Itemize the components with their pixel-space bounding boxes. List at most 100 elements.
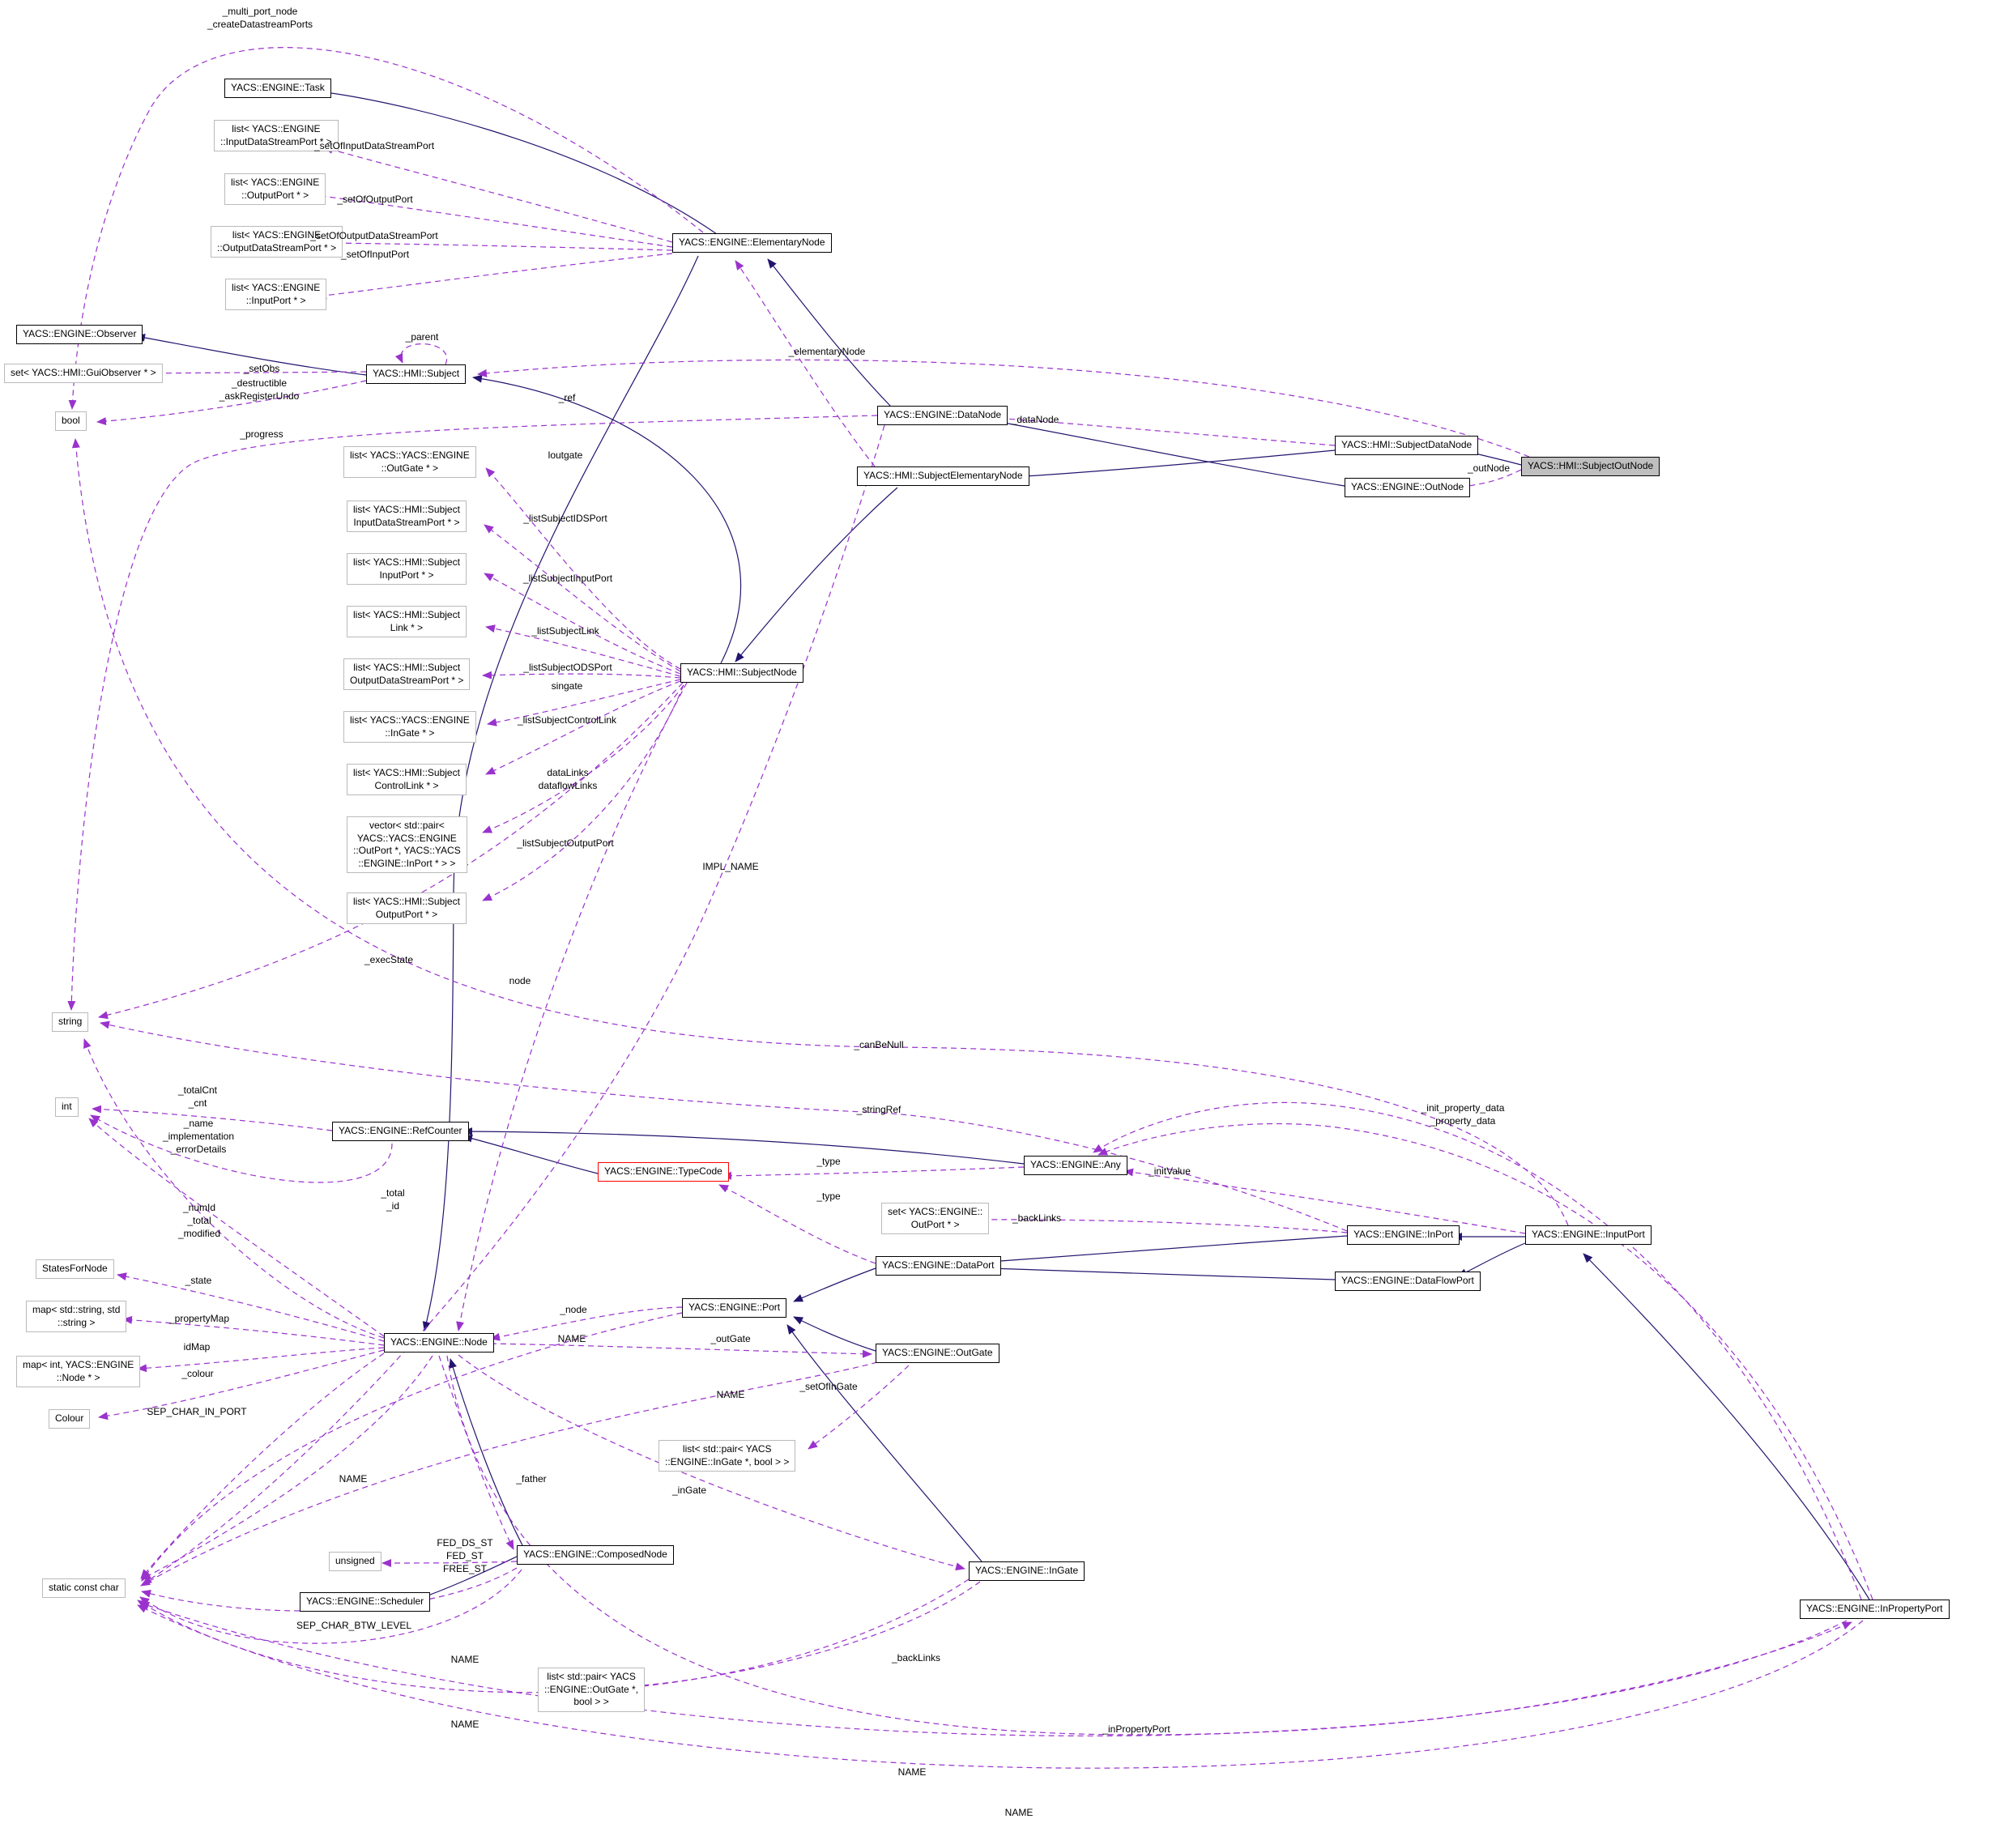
- usage-edge-55: [1098, 1122, 1873, 1600]
- class-box-int[interactable]: int: [55, 1097, 79, 1117]
- edge-label-46: NAME: [339, 1473, 368, 1485]
- class-box-refcounter[interactable]: YACS::ENGINE::RefCounter: [332, 1122, 469, 1141]
- edge-label-16: _listSubjectControlLink: [517, 714, 617, 726]
- edge-label-55: NAME: [897, 1766, 927, 1778]
- edge-label-53: _backLinks: [891, 1652, 941, 1663]
- usage-edge-51: [718, 1184, 876, 1264]
- class-box-statesfornode[interactable]: StatesForNode: [36, 1259, 114, 1279]
- class-box-list-subject-link[interactable]: list< YACS::HMI::Subject Link * >: [347, 606, 467, 638]
- edge-label-51: NAME: [450, 1654, 479, 1665]
- class-box-list-ingate[interactable]: list< YACS::YACS::ENGINE ::InGate * >: [343, 711, 476, 743]
- class-box-ingate[interactable]: YACS::ENGINE::InGate: [969, 1561, 1085, 1581]
- class-box-list-outputdatastreamport[interactable]: list< YACS::ENGINE ::OutputDataStreamPor…: [211, 226, 343, 258]
- class-box-vector-pair-outport-inport[interactable]: vector< std::pair< YACS::YACS::ENGINE ::…: [347, 816, 467, 874]
- class-box-inpropertyport[interactable]: YACS::ENGINE::InPropertyPort: [1800, 1600, 1950, 1619]
- inheritance-edge-16: [989, 1235, 1348, 1266]
- edge-label-35: _total _id: [381, 1187, 405, 1212]
- edge-label-45: _setOfInGate: [799, 1381, 858, 1392]
- class-box-subjectnode[interactable]: YACS::HMI::SubjectNode: [680, 663, 803, 683]
- usage-edge-68: [458, 1354, 965, 1571]
- edge-label-40: SEP_CHAR_IN_PORT: [147, 1406, 247, 1417]
- class-box-node[interactable]: YACS::ENGINE::Node: [384, 1333, 494, 1353]
- usage-edge-33: [484, 573, 681, 675]
- usage-edge-72: [139, 1569, 522, 1644]
- edge-label-2: _setOfOutputPort: [337, 194, 413, 205]
- class-box-set-outport[interactable]: set< YACS::ENGINE:: OutPort * >: [881, 1203, 990, 1235]
- class-box-dataport[interactable]: YACS::ENGINE::DataPort: [876, 1256, 1001, 1276]
- class-box-list-subject-odsport[interactable]: list< YACS::HMI::Subject OutputDataStrea…: [343, 658, 471, 691]
- usage-edge-41: [983, 413, 1336, 446]
- class-box-bool[interactable]: bool: [55, 411, 87, 431]
- usage-edge-70: [381, 1558, 518, 1567]
- usage-edge-39: [482, 684, 684, 901]
- class-box-list-subject-controllink[interactable]: list< YACS::HMI::Subject ControlLink * >: [347, 764, 467, 796]
- inheritance-edge-4: [735, 487, 898, 662]
- edge-label-27: _totalCnt _cnt: [177, 1084, 218, 1110]
- usage-edge-65: [490, 1343, 872, 1358]
- class-box-dataflowport[interactable]: YACS::ENGINE::DataFlowPort: [1335, 1272, 1481, 1291]
- class-box-list-pair-outgate-bool[interactable]: list< std::pair< YACS ::ENGINE::OutGate …: [538, 1668, 646, 1712]
- class-box-datanode[interactable]: YACS::ENGINE::DataNode: [877, 406, 1008, 425]
- usage-edge-26: [394, 343, 448, 365]
- class-box-list-inputdatastreamport[interactable]: list< YACS::ENGINE ::InputDataStreamPort…: [214, 120, 339, 152]
- class-box-list-outputport[interactable]: list< YACS::ENGINE ::OutputPort * >: [224, 173, 326, 206]
- class-box-outgate[interactable]: YACS::ENGINE::OutGate: [876, 1344, 999, 1363]
- edge-label-38: idMap: [183, 1341, 211, 1353]
- usage-edge-23: [323, 239, 673, 251]
- edge-label-15: singate: [551, 680, 583, 692]
- class-box-unsigned[interactable]: unsigned: [329, 1552, 381, 1571]
- class-box-subjectdatanode[interactable]: YACS::HMI::SubjectDataNode: [1335, 436, 1479, 455]
- usage-edge-63: [490, 1306, 683, 1341]
- class-box-static-const-char[interactable]: static const char: [42, 1578, 126, 1598]
- usage-edge-49: [83, 1038, 385, 1339]
- class-box-list-pair-ingate-bool[interactable]: list< std::pair< YACS ::ENGINE::InGate *…: [659, 1440, 796, 1472]
- class-box-subject[interactable]: YACS::HMI::Subject: [366, 364, 467, 384]
- edge-label-20: _dataNode: [1011, 414, 1059, 425]
- class-box-inputport[interactable]: YACS::ENGINE::InputPort: [1525, 1225, 1652, 1245]
- class-box-map-string-string[interactable]: map< std::string, std ::string >: [26, 1301, 127, 1333]
- class-box-set-guiobserver[interactable]: set< YACS::HMI::GuiObserver * >: [4, 364, 163, 383]
- class-box-inport[interactable]: YACS::ENGINE::InPort: [1347, 1225, 1460, 1245]
- edge-label-54: _inPropertyPort: [1102, 1723, 1170, 1735]
- inheritance-edge-5: [997, 449, 1336, 482]
- class-box-string[interactable]: string: [52, 1012, 89, 1032]
- edge-label-32: _init_property_data _property_data: [1421, 1102, 1505, 1127]
- usage-edge-69: [438, 1355, 514, 1550]
- edge-label-39: _colour: [181, 1368, 214, 1379]
- edge-label-33: _initValue: [1149, 1165, 1191, 1177]
- class-box-task[interactable]: YACS::ENGINE::Task: [224, 79, 331, 98]
- edge-label-6: _setObs: [243, 363, 280, 374]
- usage-edge-61: [98, 1349, 385, 1421]
- class-box-scheduler[interactable]: YACS::ENGINE::Scheduler: [300, 1592, 431, 1612]
- edge-label-28: _name _implementation _errorDetails: [162, 1118, 235, 1156]
- class-box-map-int-node[interactable]: map< int, YACS::ENGINE ::Node * >: [16, 1356, 141, 1388]
- class-box-list-outgate[interactable]: list< YACS::YACS::ENGINE ::OutGate * >: [343, 446, 476, 479]
- inheritance-edge-1: [767, 258, 892, 407]
- class-box-list-subject-idsport[interactable]: list< YACS::HMI::Subject InputDataStream…: [347, 501, 467, 533]
- class-box-list-subject-inputport[interactable]: list< YACS::HMI::Subject InputPort * >: [347, 553, 467, 586]
- inheritance-edge-0: [310, 87, 718, 235]
- class-box-list-subject-outputport[interactable]: list< YACS::HMI::Subject OutputPort * >: [347, 892, 467, 925]
- class-box-list-inputport[interactable]: list< YACS::ENGINE ::InputPort * >: [225, 279, 327, 311]
- class-box-composednode[interactable]: YACS::ENGINE::ComposedNode: [517, 1545, 674, 1565]
- usage-edge-54: [1093, 1101, 1862, 1600]
- class-box-outnode[interactable]: YACS::ENGINE::OutNode: [1345, 478, 1471, 497]
- edge-label-37: _propertyMap: [168, 1313, 230, 1324]
- edge-label-47: _father: [516, 1473, 547, 1485]
- class-box-subjectoutnode[interactable]: YACS::HMI::SubjectOutNode: [1521, 457, 1660, 476]
- usage-edge-76: [139, 1601, 1848, 1737]
- class-box-port[interactable]: YACS::ENGINE::Port: [682, 1298, 787, 1318]
- class-box-any[interactable]: YACS::ENGINE::Any: [1024, 1156, 1127, 1175]
- class-box-typecode[interactable]: YACS::ENGINE::TypeCode: [598, 1162, 729, 1182]
- edge-label-21: _outNode: [1467, 462, 1511, 474]
- class-box-colour[interactable]: Colour: [49, 1409, 91, 1429]
- class-box-subjectelementarynode[interactable]: YACS::HMI::SubjectElementaryNode: [857, 466, 1029, 486]
- usage-edge-60: [137, 1347, 385, 1373]
- edge-label-9: _ref: [558, 392, 576, 403]
- edge-label-0: _multi_port_node _createDatastreamPorts: [207, 6, 313, 31]
- class-box-elementarynode[interactable]: YACS::ENGINE::ElementaryNode: [672, 233, 832, 253]
- usage-edge-78: [141, 1355, 433, 1580]
- edge-label-12: _listSubjectInputPort: [522, 573, 613, 584]
- inheritance-edge-17: [989, 1264, 1336, 1280]
- class-box-observer[interactable]: YACS::ENGINE::Observer: [16, 325, 143, 344]
